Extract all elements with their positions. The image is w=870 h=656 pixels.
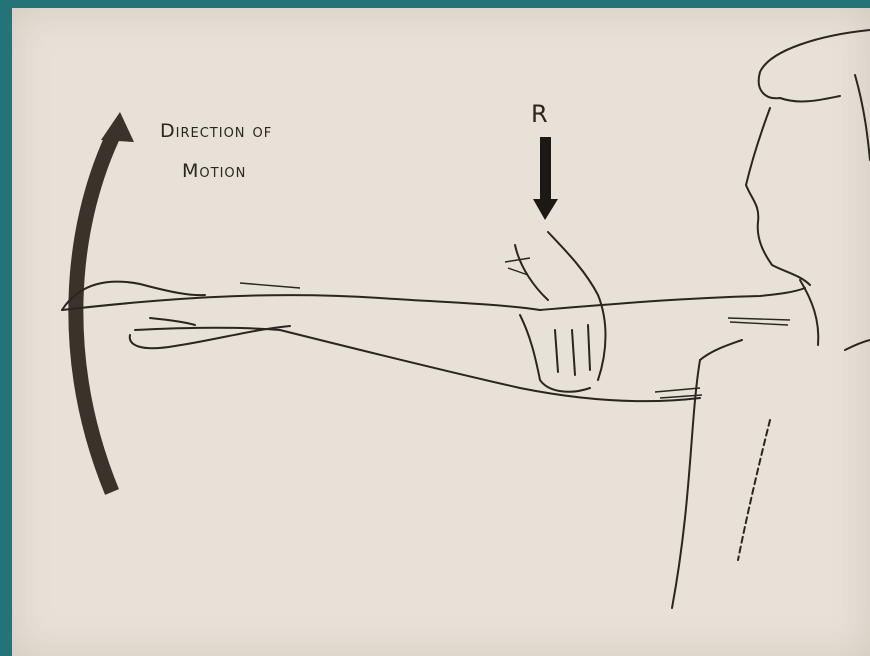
resistance-arrow xyxy=(533,137,558,220)
motion-label: Motion xyxy=(182,162,246,181)
direction-label: Direction of xyxy=(160,122,272,141)
resistance-label: R xyxy=(531,102,549,126)
torso-figure xyxy=(672,280,870,608)
shading-marks xyxy=(240,258,790,398)
arm-figure xyxy=(62,282,805,402)
down-arrow-icon xyxy=(533,199,558,220)
arrow-head-icon xyxy=(101,112,134,142)
head-figure xyxy=(746,30,870,285)
examiner-hand xyxy=(515,232,606,392)
motion-arrow xyxy=(76,112,134,492)
